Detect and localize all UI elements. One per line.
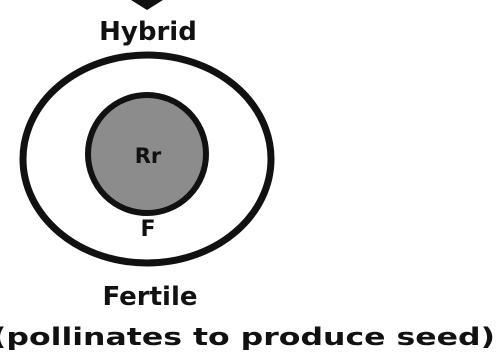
- hybrid-label: Hybrid: [99, 17, 197, 47]
- arrow-down-icon: [131, 0, 163, 10]
- inner-circle: [85, 92, 209, 216]
- genotype-label: Rr: [135, 144, 162, 168]
- fertile-label: Fertile: [102, 282, 197, 312]
- caption: (pollinates to produce seed): [0, 323, 495, 351]
- fertility-marker: F: [140, 217, 155, 242]
